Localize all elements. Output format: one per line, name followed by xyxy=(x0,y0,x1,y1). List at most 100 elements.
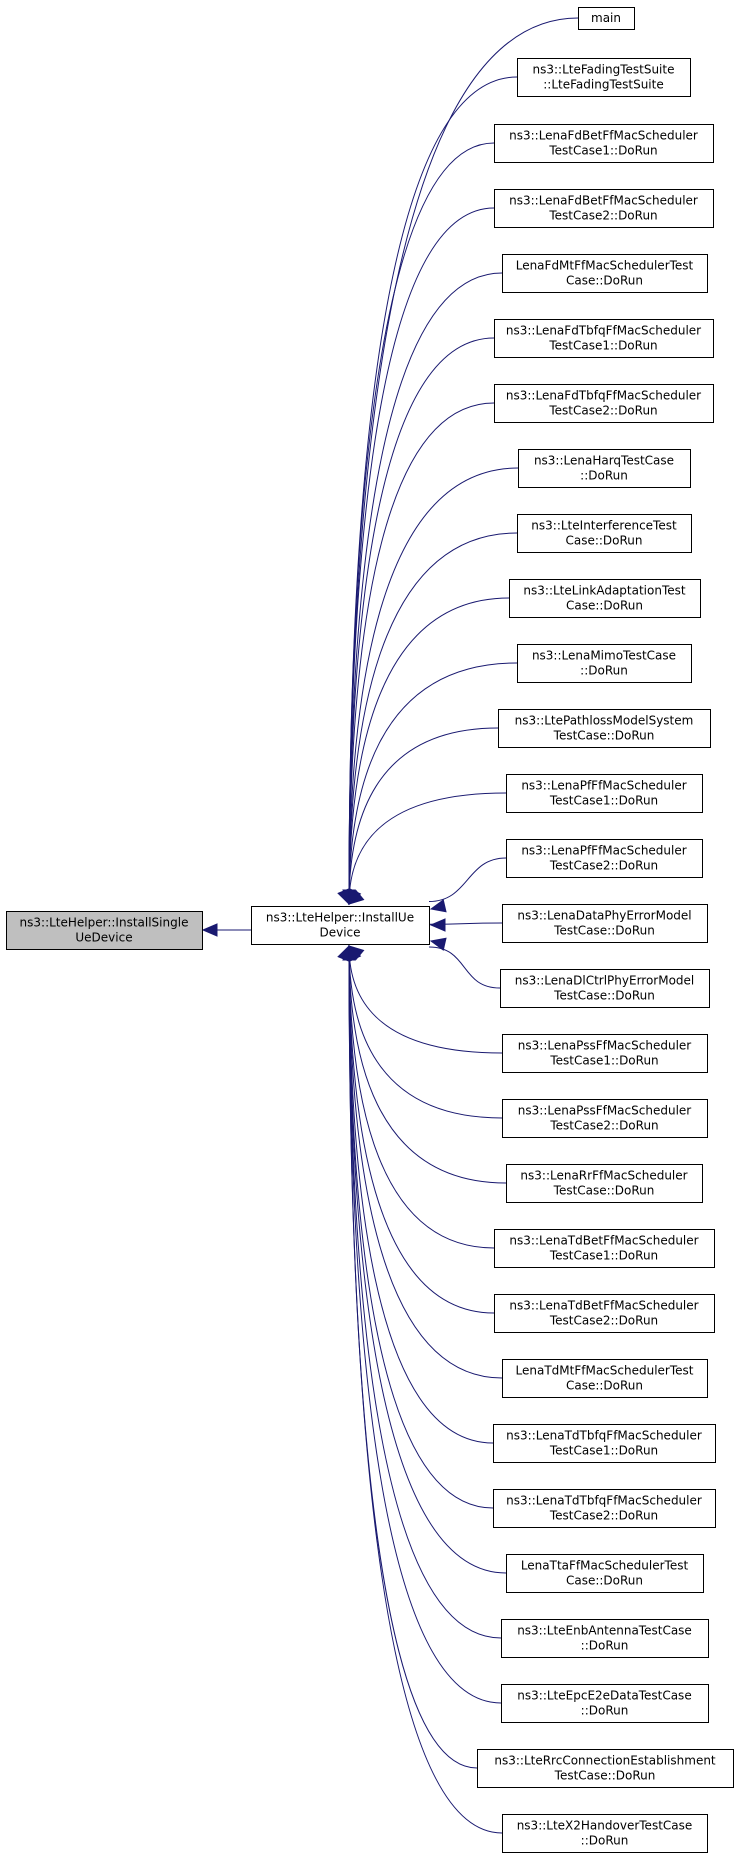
node-ns3-lteenbantennatestcase-dorun[interactable]: ns3::LteEnbAntennaTestCase::DoRun xyxy=(501,1619,709,1658)
node-ns3-lenafdbetffmacscheduler-testcase2-dorun-box xyxy=(494,189,714,228)
node-lenatdmtffmacschedulertest-case-dorun-label-line-2: Case::DoRun xyxy=(566,1379,643,1393)
middle-arrowhead-bottom-3 xyxy=(348,945,365,961)
node-ns3-lenafdtbfqffmacscheduler-testcase2-dorun-box xyxy=(494,384,714,423)
node-ns3-lteenbantennatestcase-dorun-box xyxy=(501,1619,709,1658)
node-installsingleuedevice-label-line-2: UeDevice xyxy=(75,931,132,945)
node-ns3-lenatdtbfqffmacscheduler-testcase2-dorun[interactable]: ns3::LenaTdTbfqFfMacSchedulerTestCase2::… xyxy=(493,1489,716,1528)
node-ns3-lenapfffmacscheduler-testcase1-dorun-label-line-1: ns3::LenaPfFfMacScheduler xyxy=(521,779,686,793)
node-ns3-lenadlctrlphyerrormodel-testcase-dorun[interactable]: ns3::LenaDlCtrlPhyErrorModelTestCase::Do… xyxy=(500,969,710,1008)
node-ns3-lterrcconnectionestablishment-testcase-dorun-box xyxy=(477,1749,734,1788)
node-ns3-lenadataphyerrormodel-testcase-dorun[interactable]: ns3::LenaDataPhyErrorModelTestCase::DoRu… xyxy=(502,904,708,943)
node-ns3-lenapfffmacscheduler-testcase1-dorun[interactable]: ns3::LenaPfFfMacSchedulerTestCase1::DoRu… xyxy=(506,774,703,813)
node-ns3-lenatdtbfqffmacscheduler-testcase1-dorun-label-line-1: ns3::LenaTdTbfqFfMacScheduler xyxy=(506,1429,702,1443)
node-ns3-lenatdbetffmacscheduler-testcase2-dorun-box xyxy=(494,1294,715,1333)
middle-arrowhead-bottom-1 xyxy=(337,944,350,962)
node-ns3-lteepce2edatatestcase-dorun[interactable]: ns3::LteEpcE2eDataTestCase::DoRun xyxy=(501,1684,709,1723)
edge-ns3-lenafdtbfqffmacscheduler-testcase2-dorun xyxy=(348,402,495,905)
node-ns3-lenaharqtestcase-dorun[interactable]: ns3::LenaHarqTestCase::DoRun xyxy=(518,449,691,488)
node-ns3-ltefadingtestsuite-ltefadingtestsuite[interactable]: ns3::LteFadingTestSuite::LteFadingTestSu… xyxy=(517,58,691,97)
node-ns3-lenapssffmacscheduler-testcase2-dorun[interactable]: ns3::LenaPssFfMacSchedulerTestCase2::DoR… xyxy=(502,1099,708,1138)
edge-ns3-lenatdbetffmacscheduler-testcase1-dorun xyxy=(348,945,495,1249)
node-ns3-lenadlctrlphyerrormodel-testcase-dorun-box xyxy=(500,969,710,1008)
node-ns3-lenatdbetffmacscheduler-testcase1-dorun[interactable]: ns3::LenaTdBetFfMacSchedulerTestCase1::D… xyxy=(494,1229,715,1268)
node-ns3-lteinterferencetest-case-dorun-label-line-2: Case::DoRun xyxy=(565,534,642,548)
node-ns3-ltex2handovertestcase-dorun-box xyxy=(502,1814,708,1853)
node-ns3-lenamimotestcase-dorun[interactable]: ns3::LenaMimoTestCase::DoRun xyxy=(517,644,692,683)
node-ns3-lteepce2edatatestcase-dorun-box xyxy=(501,1684,709,1723)
nodes-layer: ns3::LteHelper::InstallSingleUeDevicens3… xyxy=(6,7,734,1853)
node-ns3-lenapssffmacscheduler-testcase1-dorun-box xyxy=(502,1034,708,1073)
node-ns3-lterrcconnectionestablishment-testcase-dorun-label-line-2: TestCase::DoRun xyxy=(554,1769,656,1783)
node-ns3-lenafdbetffmacscheduler-testcase2-dorun-label-line-2: TestCase2::DoRun xyxy=(548,209,657,223)
node-ns3-lenamimotestcase-dorun-label-line-2: ::DoRun xyxy=(580,664,628,678)
node-ns3-ltepathlossmodelsystem-testcase-dorun-label-line-1: ns3::LtePathlossModelSystem xyxy=(515,714,694,728)
node-ns3-lenafdtbfqffmacscheduler-testcase1-dorun-label-line-1: ns3::LenaFdTbfqFfMacScheduler xyxy=(506,324,701,338)
node-ns3-lenatdbetffmacscheduler-testcase2-dorun-label-line-2: TestCase2::DoRun xyxy=(549,1314,658,1328)
node-lenafdmtffmacschedulertest-case-dorun-box xyxy=(502,254,708,293)
node-ns3-ltex2handovertestcase-dorun[interactable]: ns3::LteX2HandoverTestCase::DoRun xyxy=(502,1814,708,1853)
node-ns3-lenapssffmacscheduler-testcase2-dorun-label-line-2: TestCase2::DoRun xyxy=(549,1119,658,1133)
edge-ns3-lterrcconnectionestablishment-testcase-dorun xyxy=(348,945,478,1769)
node-ns3-lenatdtbfqffmacscheduler-testcase2-dorun-label-line-1: ns3::LenaTdTbfqFfMacScheduler xyxy=(506,1494,702,1508)
root-arrowhead xyxy=(201,923,218,937)
node-lenattaffmacschedulertest-case-dorun-label-line-2: Case::DoRun xyxy=(566,1574,643,1588)
node-lenattaffmacschedulertest-case-dorun-box xyxy=(506,1554,704,1593)
node-ns3-lenapssffmacscheduler-testcase1-dorun-label-line-1: ns3::LenaPssFfMacScheduler xyxy=(518,1039,691,1053)
node-main[interactable]: main xyxy=(578,7,635,30)
node-ns3-lenadataphyerrormodel-testcase-dorun-label-line-2: TestCase::DoRun xyxy=(553,924,655,938)
edge-lenatdmtffmacschedulertest-case-dorun xyxy=(348,945,503,1379)
middle-arrowhead-right-lower xyxy=(429,937,447,951)
node-ns3-ltelinkadaptationtest-case-dorun-label-line-1: ns3::LteLinkAdaptationTest xyxy=(523,584,685,598)
edge-ns3-lenapssffmacscheduler-testcase1-dorun xyxy=(348,945,503,1054)
node-ns3-lenadlctrlphyerrormodel-testcase-dorun-label-line-1: ns3::LenaDlCtrlPhyErrorModel xyxy=(515,974,695,988)
node-ns3-lenapssffmacscheduler-testcase2-dorun-box xyxy=(502,1099,708,1138)
node-ns3-lenatdtbfqffmacscheduler-testcase2-dorun-box xyxy=(493,1489,716,1528)
node-ns3-lteinterferencetest-case-dorun-box xyxy=(517,514,692,553)
node-ns3-lenapfffmacscheduler-testcase2-dorun[interactable]: ns3::LenaPfFfMacSchedulerTestCase2::DoRu… xyxy=(506,839,703,878)
node-ns3-lenatdbetffmacscheduler-testcase2-dorun[interactable]: ns3::LenaTdBetFfMacSchedulerTestCase2::D… xyxy=(494,1294,715,1333)
node-installsingleuedevice-box xyxy=(6,911,203,950)
node-main-label-line-1: main xyxy=(591,11,621,25)
node-ns3-lenadlctrlphyerrormodel-testcase-dorun-label-line-2: TestCase::DoRun xyxy=(553,989,655,1003)
edge-ns3-lenarrffmacscheduler-testcase-dorun xyxy=(348,945,507,1184)
node-ns3-lterrcconnectionestablishment-testcase-dorun[interactable]: ns3::LteRrcConnectionEstablishmentTestCa… xyxy=(477,1749,734,1788)
node-installuedevice-box xyxy=(251,906,430,945)
node-ns3-lenafdtbfqffmacscheduler-testcase2-dorun[interactable]: ns3::LenaFdTbfqFfMacSchedulerTestCase2::… xyxy=(494,384,714,423)
node-ns3-lenadataphyerrormodel-testcase-dorun-label-line-1: ns3::LenaDataPhyErrorModel xyxy=(517,909,691,923)
node-ns3-lenafdbetffmacscheduler-testcase2-dorun[interactable]: ns3::LenaFdBetFfMacSchedulerTestCase2::D… xyxy=(494,189,714,228)
node-lenatdmtffmacschedulertest-case-dorun-box xyxy=(502,1359,708,1398)
node-ns3-lenafdtbfqffmacscheduler-testcase1-dorun[interactable]: ns3::LenaFdTbfqFfMacSchedulerTestCase1::… xyxy=(494,319,714,358)
edge-ns3-lenapfffmacscheduler-testcase2-dorun xyxy=(428,857,507,903)
node-ns3-ltepathlossmodelsystem-testcase-dorun[interactable]: ns3::LtePathlossModelSystemTestCase::DoR… xyxy=(498,709,711,748)
node-ns3-ltefadingtestsuite-ltefadingtestsuite-label-line-2: ::LteFadingTestSuite xyxy=(543,78,663,92)
node-ns3-lenapssffmacscheduler-testcase2-dorun-label-line-1: ns3::LenaPssFfMacScheduler xyxy=(518,1104,691,1118)
edge-ns3-lenafdbetffmacscheduler-testcase1-dorun xyxy=(348,142,495,905)
edges-layer xyxy=(201,17,579,1834)
node-ns3-lenafdtbfqffmacscheduler-testcase1-dorun-box xyxy=(494,319,714,358)
node-ns3-ltefadingtestsuite-ltefadingtestsuite-label-line-1: ns3::LteFadingTestSuite xyxy=(533,63,675,77)
node-ns3-ltex2handovertestcase-dorun-label-line-2: ::DoRun xyxy=(581,1834,629,1848)
node-ns3-lenafdbetffmacscheduler-testcase1-dorun[interactable]: ns3::LenaFdBetFfMacSchedulerTestCase1::D… xyxy=(494,124,714,163)
node-main-box xyxy=(578,7,635,30)
edge-ns3-lenafdbetffmacscheduler-testcase2-dorun xyxy=(348,207,495,905)
node-ns3-lenarrffmacscheduler-testcase-dorun-box xyxy=(506,1164,703,1203)
node-ns3-lenapssffmacscheduler-testcase1-dorun[interactable]: ns3::LenaPssFfMacSchedulerTestCase1::DoR… xyxy=(502,1034,708,1073)
node-ns3-lenafdtbfqffmacscheduler-testcase1-dorun-label-line-2: TestCase1::DoRun xyxy=(548,339,657,353)
edge-ns3-lenafdtbfqffmacscheduler-testcase1-dorun xyxy=(348,337,495,905)
node-ns3-lenamimotestcase-dorun-label-line-1: ns3::LenaMimoTestCase xyxy=(532,649,676,663)
node-ns3-lenatdtbfqffmacscheduler-testcase1-dorun[interactable]: ns3::LenaTdTbfqFfMacSchedulerTestCase1::… xyxy=(493,1424,716,1463)
edge-ns3-lenamimotestcase-dorun xyxy=(348,662,518,905)
edge-ns3-lteenbantennatestcase-dorun xyxy=(348,945,502,1639)
node-ns3-lenapfffmacscheduler-testcase2-dorun-box xyxy=(506,839,703,878)
node-ns3-lteinterferencetest-case-dorun-label-line-1: ns3::LteInterferenceTest xyxy=(531,519,677,533)
node-lenafdmtffmacschedulertest-case-dorun-label-line-2: Case::DoRun xyxy=(566,274,643,288)
